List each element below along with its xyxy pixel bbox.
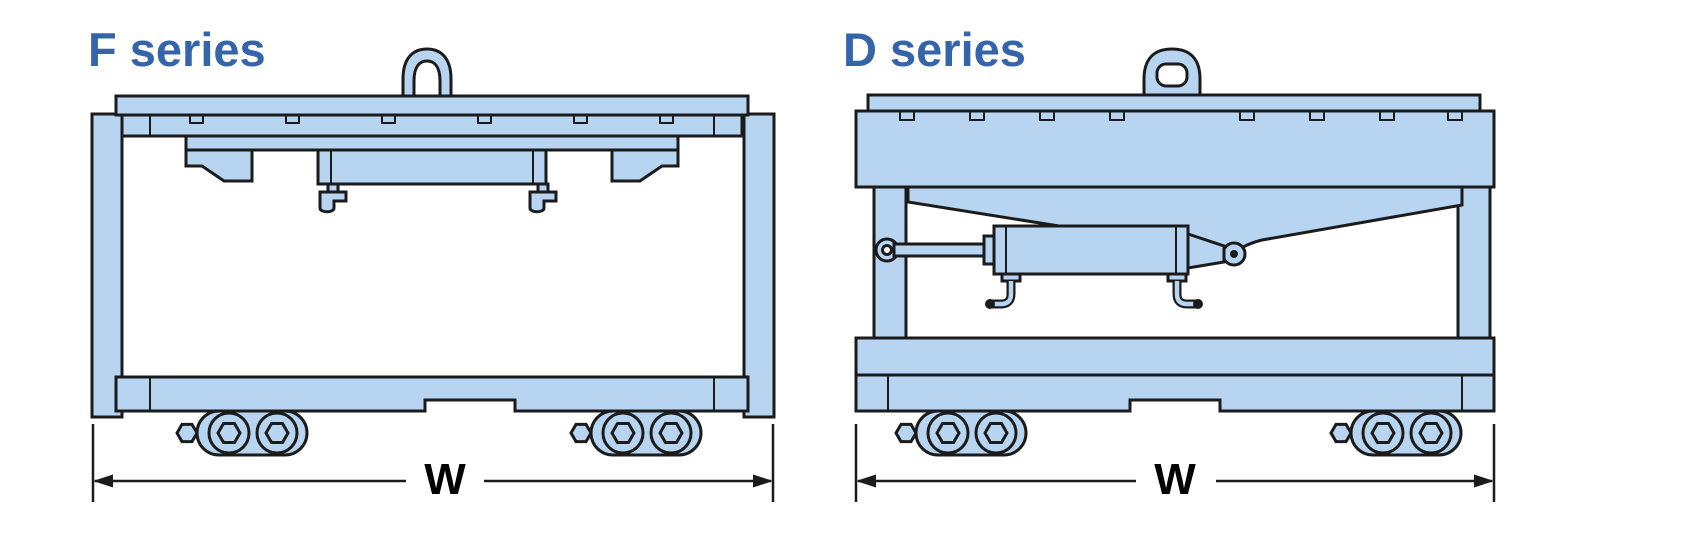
arrowhead-right-icon [753, 474, 773, 488]
mounting-block-seams [330, 150, 534, 184]
top-bar [120, 113, 744, 138]
hose-end-cap [985, 299, 995, 309]
left-post [872, 185, 908, 342]
right-post [1456, 185, 1492, 342]
right-bracket [610, 148, 680, 183]
hanger-bar [184, 134, 680, 152]
bottom-notch-outline [1128, 398, 1222, 413]
hose-end-cap [1193, 299, 1203, 309]
roller-assembly [1329, 409, 1463, 457]
lower-hook-icon [318, 190, 348, 214]
d-width-dimension-label: W [1154, 455, 1196, 504]
lower-hook-icon [528, 190, 558, 214]
left-bracket [184, 148, 254, 183]
hose-port [1166, 272, 1188, 283]
bottom-notch [1130, 400, 1220, 414]
bottom-notch-outline [423, 398, 517, 413]
d-series-diagram [854, 47, 1496, 502]
roller-assembly [175, 409, 309, 457]
hose-port [1000, 272, 1022, 283]
cylinder-nose [1186, 231, 1226, 270]
notch-ticks [189, 115, 674, 124]
rod-eye-hole [881, 244, 893, 256]
arrowhead-right-icon [1474, 474, 1494, 488]
top-bar-seams [149, 115, 715, 136]
arrowhead-left-icon [856, 474, 876, 488]
top-plate [114, 94, 750, 117]
f-width-dimension-label: W [424, 455, 466, 504]
bottom-notch [425, 400, 515, 414]
bottom-bar-seams [149, 377, 715, 411]
f-series-title: F series [88, 23, 266, 76]
piston-rod [892, 242, 996, 258]
top-plate [866, 93, 1482, 113]
right-post [742, 112, 776, 419]
cylinder-body [992, 224, 1190, 276]
arrowhead-left-icon [93, 474, 113, 488]
hose-elbow-inner [1174, 281, 1197, 307]
width-dimension-f [91, 424, 775, 502]
width-dimension-d [854, 424, 1496, 502]
hose-elbow-inner [991, 281, 1014, 307]
roller-assembly [894, 409, 1028, 457]
lifting-eye-hole [1155, 62, 1189, 88]
notch-ticks [899, 111, 1463, 121]
top-beam [854, 109, 1496, 189]
f-series-diagram [90, 47, 776, 502]
d-series-title: D series [843, 23, 1026, 76]
left-post [90, 112, 124, 419]
cylinder-seams [1005, 226, 1177, 274]
pivot-pin [1230, 250, 1238, 258]
roller-assembly [569, 409, 703, 457]
mounting-block [316, 148, 548, 186]
bottom-bar-upper [854, 336, 1496, 377]
lifting-shackle-hole [412, 59, 442, 100]
bottom-bar-seams [887, 375, 1463, 411]
